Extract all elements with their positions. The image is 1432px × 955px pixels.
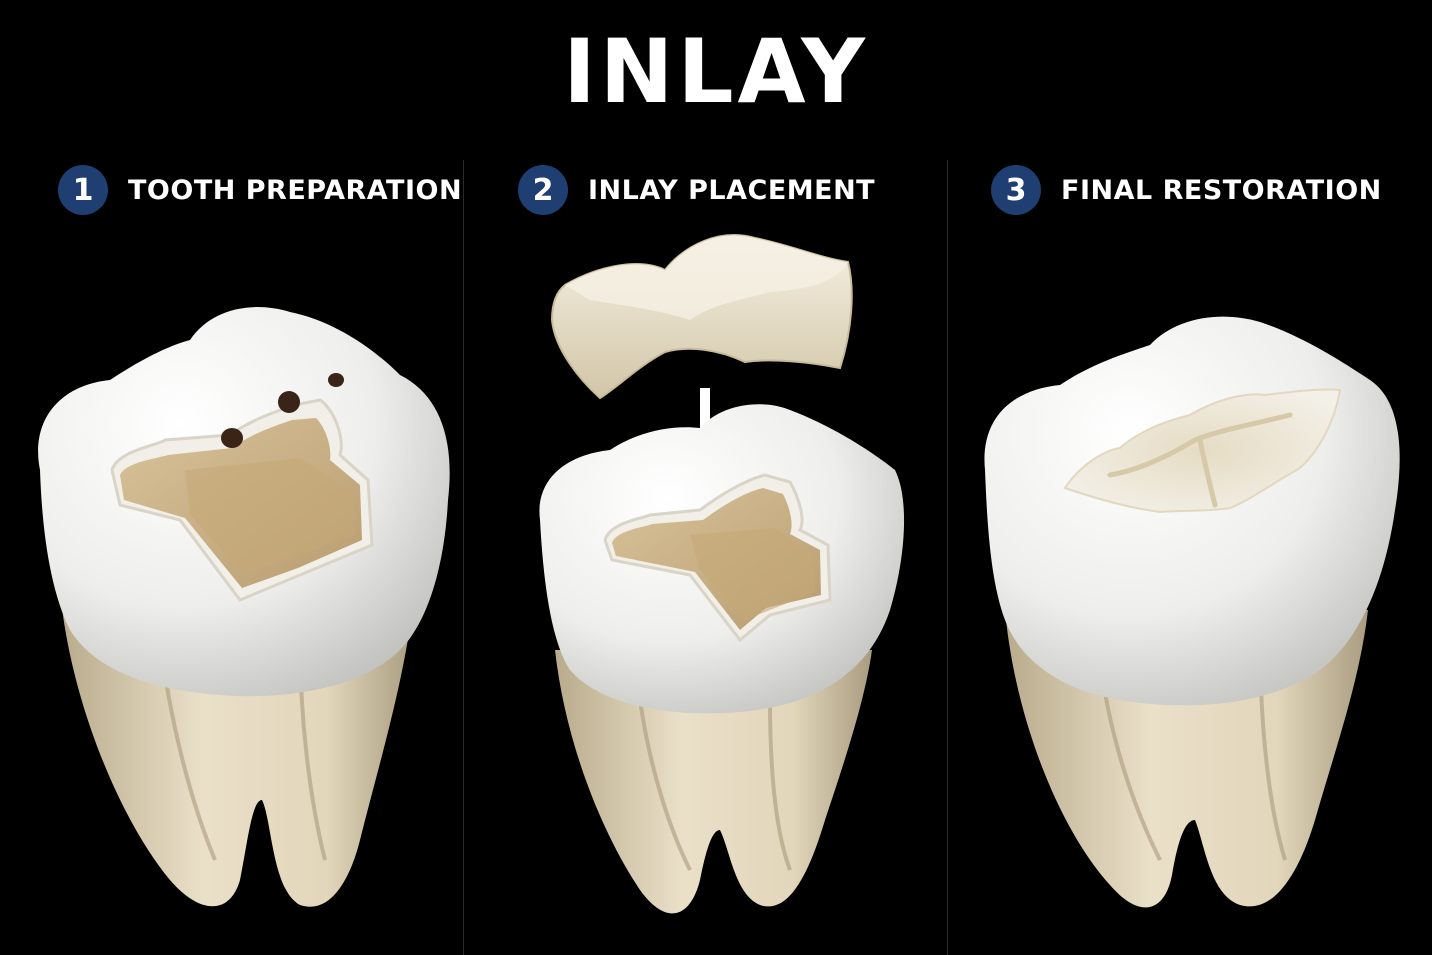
decay-spot bbox=[221, 428, 243, 448]
panel-divider-right bbox=[947, 160, 948, 955]
tooth-illustration bbox=[38, 307, 450, 907]
page-title: INLAY bbox=[563, 20, 869, 123]
decay-spot bbox=[278, 391, 300, 413]
cavity-floor-shadow bbox=[690, 528, 815, 620]
tooth-illustration bbox=[539, 234, 905, 914]
decay-spot bbox=[328, 373, 344, 387]
step-number-badge: 3 bbox=[991, 165, 1041, 215]
step-number-badge: 2 bbox=[518, 165, 568, 215]
panel-divider-left bbox=[463, 160, 464, 955]
occlusal-groove bbox=[1107, 412, 1293, 508]
step-number-badge: 1 bbox=[58, 165, 108, 215]
cavity-floor-shadow bbox=[185, 458, 355, 575]
step-label: FINAL RESTORATION bbox=[1061, 174, 1382, 206]
inlay-top-surface bbox=[565, 235, 848, 320]
root-groove bbox=[638, 699, 792, 871]
step-header-2: 2 INLAY PLACEMENT bbox=[518, 165, 876, 215]
tooth-root bbox=[555, 650, 872, 914]
step-label: INLAY PLACEMENT bbox=[588, 174, 876, 206]
step-label: TOOTH PREPARATION bbox=[128, 174, 463, 206]
step-header-3: 3 FINAL RESTORATION bbox=[991, 165, 1382, 215]
step-header-1: 1 TOOTH PREPARATION bbox=[58, 165, 463, 215]
tooth-illustration bbox=[984, 316, 1400, 908]
